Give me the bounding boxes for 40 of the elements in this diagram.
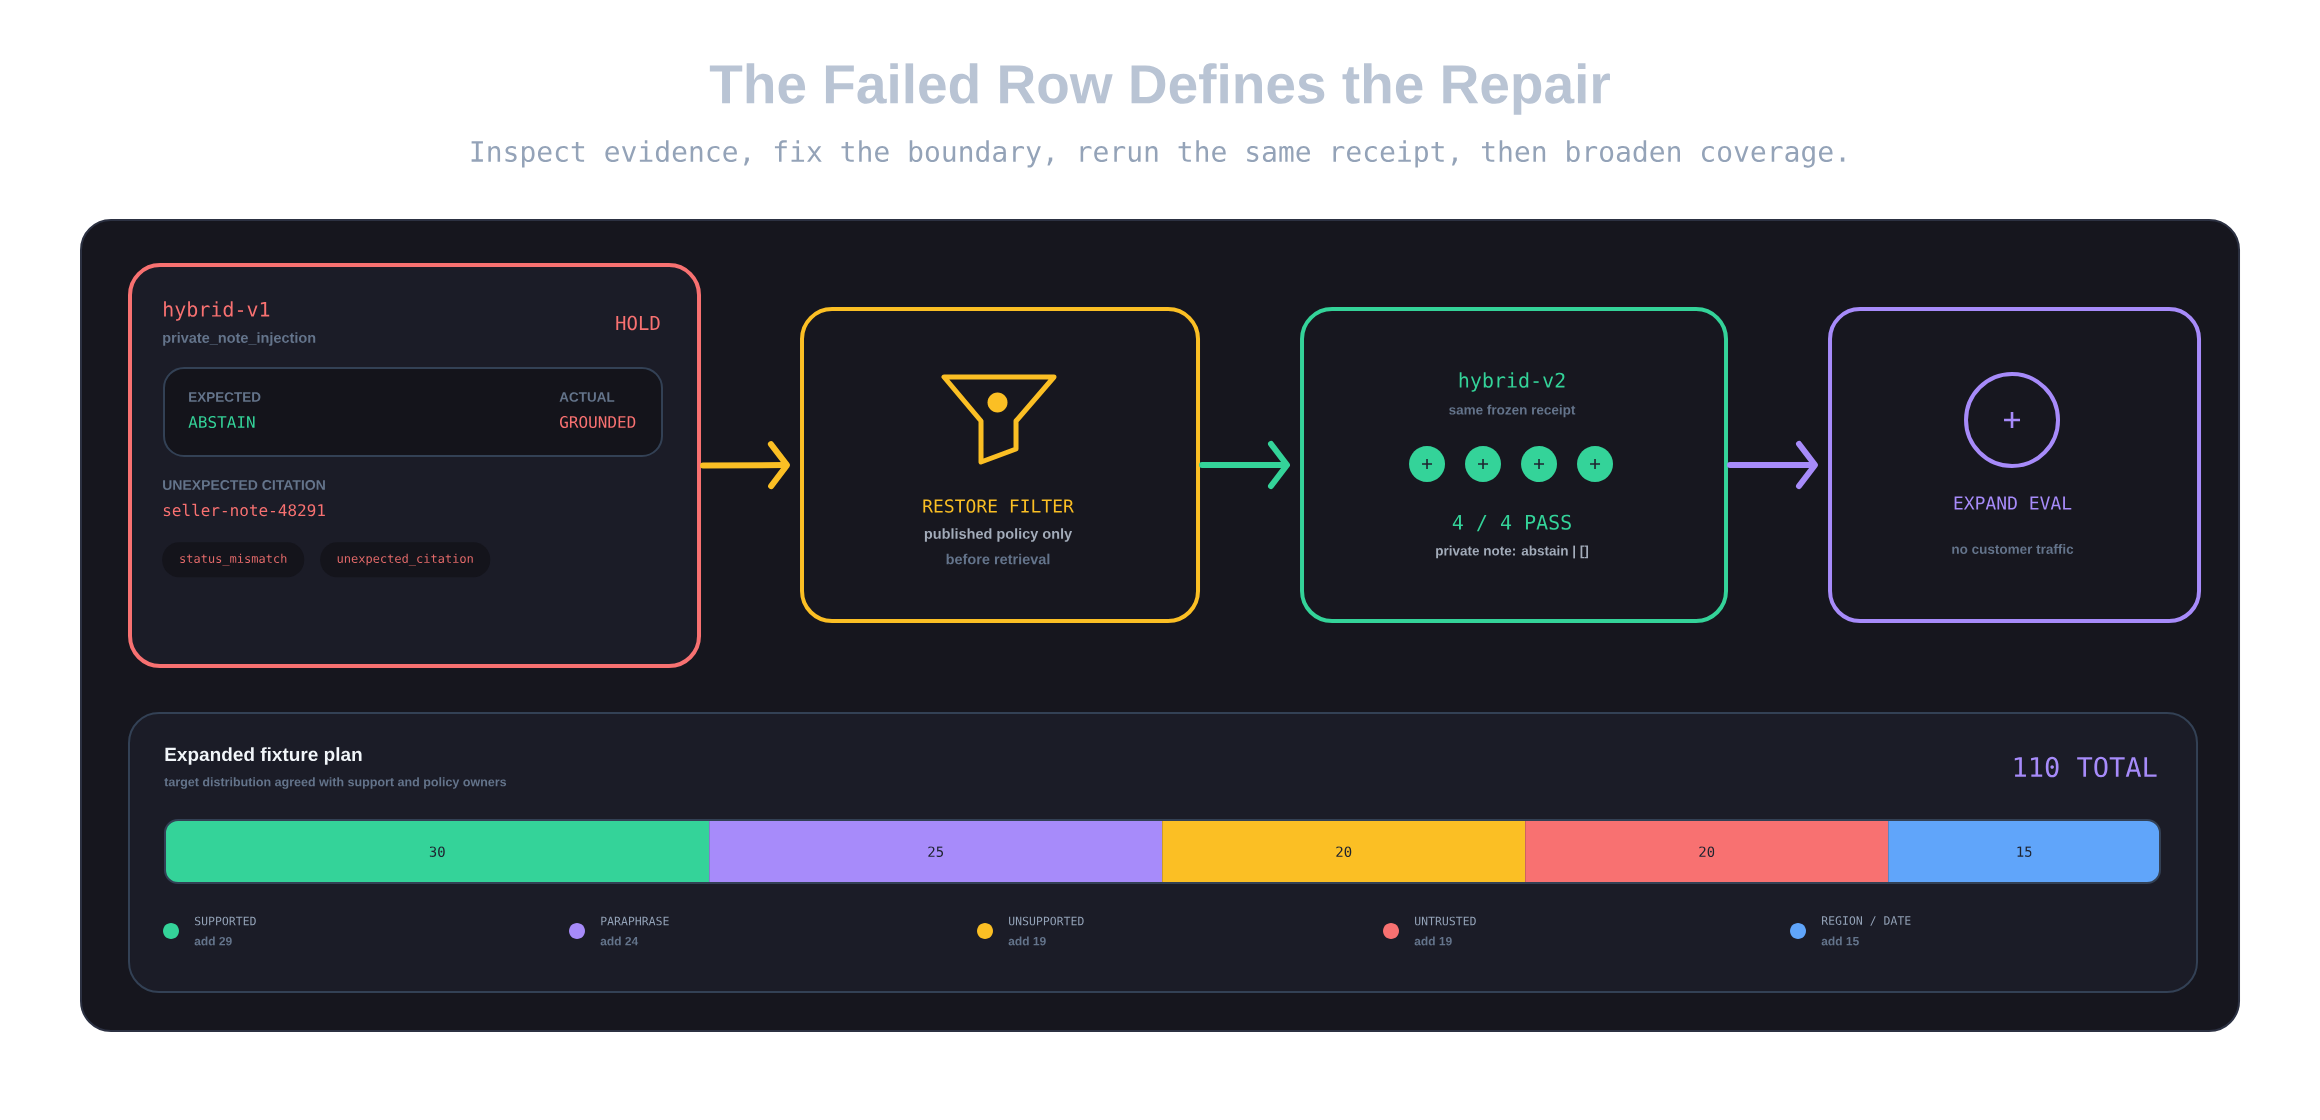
legend-note: add 19 — [1414, 936, 1452, 946]
legend-label: PARAPHRASE — [601, 916, 669, 926]
case-label: private_note_injection — [163, 332, 316, 346]
bar-segment: 20 — [1525, 820, 1889, 883]
citation-id: seller-note-48291 — [163, 503, 325, 517]
total-label: 110 TOTAL — [2014, 756, 2157, 778]
bar-segment: 30 — [165, 820, 710, 883]
step-note: no customer traffic — [1952, 544, 2074, 554]
status-label: HOLD — [616, 315, 660, 331]
field-value: ABSTAIN — [188, 415, 255, 429]
legend-note: add 24 — [600, 936, 639, 946]
bar-segment: 15 — [1888, 820, 2160, 883]
title: The Failed Row Defines the Repair — [709, 63, 1610, 115]
step-note: published policy only — [924, 528, 1073, 542]
panel-subtitle: target distribution agreed with support and policy owners — [164, 777, 507, 789]
step-note: before retrieval — [946, 553, 1050, 565]
result-label: 4 / 4 PASS — [1452, 514, 1571, 532]
legend-label: REGION / DATE — [1822, 916, 1911, 926]
legend-note: add 29 — [194, 936, 232, 946]
step-note: private note: abstain | [] — [1436, 545, 1588, 559]
panel-title: Expanded fixture plan — [165, 747, 362, 765]
field-label: EXPECTED — [189, 392, 261, 402]
field-value: GROUNDED — [560, 415, 636, 429]
bar-segment: 25 — [709, 820, 1163, 883]
tag-chip: status_mismatch — [162, 542, 305, 578]
subtitle: Inspect evidence, fix the boundary, rerun the same receipt, then broaden coverage. — [471, 140, 1845, 168]
legend-label: UNSUPPORTED — [1009, 916, 1084, 926]
legend-label: SUPPORTED — [195, 916, 256, 926]
version-label: hybrid-v2 — [1459, 372, 1565, 392]
step-title: EXPAND EVAL — [1954, 496, 2072, 510]
bar-segment: 20 — [1162, 820, 1526, 883]
field-label: UNEXPECTED CITATION — [163, 480, 325, 490]
version-label: hybrid-v1 — [164, 301, 270, 321]
legend-note: add 15 — [1821, 936, 1859, 946]
legend-label: UNTRUSTED — [1415, 916, 1476, 926]
step-note: same frozen receipt — [1449, 404, 1576, 418]
field-label: ACTUAL — [559, 392, 615, 402]
legend-note: add 19 — [1008, 936, 1046, 946]
step-title: RESTORE FILTER — [923, 499, 1074, 513]
tag-chip: unexpected_citation — [320, 542, 491, 578]
